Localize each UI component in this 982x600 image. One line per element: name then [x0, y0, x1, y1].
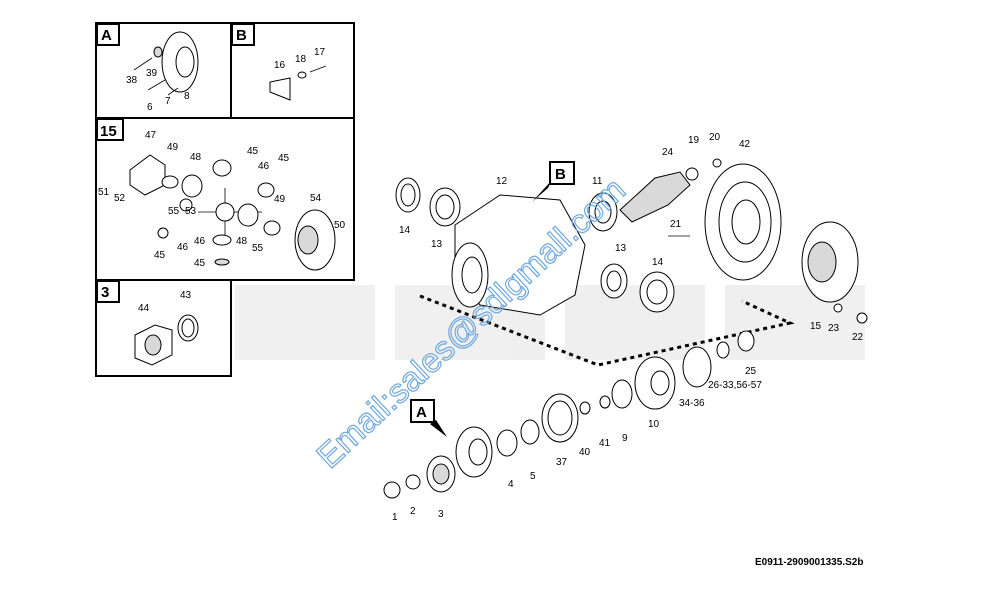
part-label: 42	[739, 139, 751, 150]
part-label: 25	[745, 366, 757, 377]
callout-a: A	[410, 399, 447, 437]
part-label: 50	[334, 220, 346, 231]
part-label: 45	[247, 146, 259, 157]
part-label: 10	[648, 419, 660, 430]
detail-box-b-label: B	[236, 27, 247, 44]
callout-b: B	[532, 161, 575, 202]
detail-box-15-label: 15	[100, 123, 117, 140]
part-label: 40	[579, 447, 591, 458]
part-label: 51	[98, 187, 110, 198]
part-label: 26-33,56-57	[708, 380, 762, 391]
part-label: 18	[295, 54, 307, 65]
part-label: 9	[622, 433, 628, 444]
part-label: 14	[399, 225, 411, 236]
part-label: 12	[496, 176, 508, 187]
detail-box-a: A	[95, 22, 232, 119]
part-label: 1	[392, 512, 398, 523]
part-label: 13	[431, 239, 443, 250]
part-label: 7	[165, 96, 171, 107]
part-label: 46	[177, 242, 189, 253]
part-label: 49	[167, 142, 179, 153]
part-label: 55	[168, 206, 180, 217]
part-label: 44	[138, 303, 150, 314]
part-label: 54	[310, 193, 322, 204]
yoke-and-seal	[134, 314, 199, 366]
part-label: 43	[180, 290, 192, 301]
part-label: 3	[438, 509, 444, 520]
part-label: 11	[592, 176, 603, 187]
part-label: 8	[184, 91, 190, 102]
part-label: 53	[185, 206, 197, 217]
part-label: 37	[556, 457, 568, 468]
callout-b-label: B	[555, 166, 566, 183]
detail-box-3-label: 3	[101, 284, 109, 301]
part-label: 16	[274, 60, 286, 71]
detail-box-15: 15	[95, 117, 355, 281]
detail-box-b: B	[230, 22, 355, 119]
part-label: 19	[688, 135, 700, 146]
part-label: 46	[194, 236, 206, 247]
part-label: 45	[194, 258, 206, 269]
part-label: 23	[828, 323, 840, 334]
part-label: 4	[508, 479, 514, 490]
part-label: 2	[410, 506, 416, 517]
part-label: 5	[530, 471, 536, 482]
callout-a-label: A	[416, 404, 427, 421]
part-label: 48	[190, 152, 202, 163]
part-label: 49	[274, 194, 286, 205]
part-label: 41	[599, 438, 611, 449]
flange-plate	[133, 31, 199, 96]
part-label: 45	[154, 250, 166, 261]
part-label: 22	[852, 332, 864, 343]
part-label: 52	[114, 193, 126, 204]
part-labels: 1 2 3 4 5 6 7 8 9 10 11 12 13 13 14 14 1…	[98, 47, 864, 523]
main-assembly	[383, 158, 868, 499]
part-label: 55	[252, 243, 264, 254]
differential-internals	[129, 154, 336, 271]
part-label: 24	[662, 147, 674, 158]
part-label: 6	[147, 102, 153, 113]
part-label: 38	[126, 75, 138, 86]
detail-box-3: 3	[95, 279, 232, 377]
part-label: 20	[709, 132, 721, 143]
part-label: 17	[314, 47, 326, 58]
diagram-code: E0911-2909001335.S2b	[755, 557, 863, 568]
part-label: 14	[652, 257, 664, 268]
part-label: 21	[670, 219, 682, 230]
part-label: 34-36	[679, 398, 705, 409]
part-label: 45	[278, 153, 290, 164]
part-label: 47	[145, 130, 157, 141]
detail-box-a-label: A	[101, 27, 112, 44]
part-label: 13	[615, 243, 627, 254]
bracket-part	[269, 65, 327, 101]
part-label: 48	[236, 236, 248, 247]
part-label: 15	[810, 321, 822, 332]
part-label: 39	[146, 68, 158, 79]
part-label: 46	[258, 161, 270, 172]
